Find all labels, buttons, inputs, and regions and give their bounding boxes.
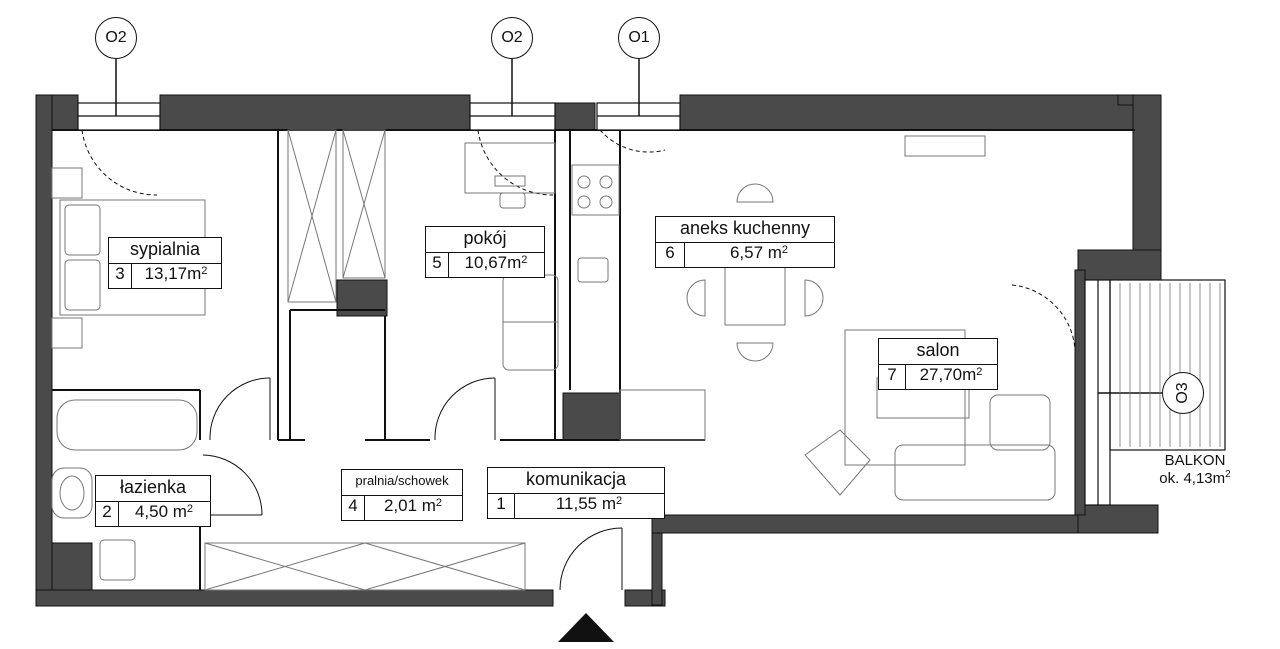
door-swings — [81, 129, 1076, 351]
room-number: 5 — [426, 252, 449, 277]
room-label-salon: salon 7 27,70m2 — [878, 338, 998, 390]
window-marker-o3-balcony: O3 — [1162, 372, 1204, 414]
room-name: sypialnia — [109, 238, 221, 264]
room-number: 4 — [342, 495, 365, 520]
room-area: 13,17m2 — [144, 264, 208, 283]
balkon-name: BALKON — [1164, 452, 1226, 469]
room-label-pokoj: pokój 5 10,67m2 — [425, 226, 545, 278]
room-label-komunikacja: komunikacja 1 11,55 m2 — [487, 467, 665, 519]
door-arcs — [202, 377, 623, 591]
room-name: pokój — [426, 227, 544, 253]
room-area: 4,50 m2 — [134, 502, 194, 521]
room-name: aneks kuchenny — [656, 217, 834, 243]
room-name: łazienka — [96, 476, 210, 502]
room-number: 6 — [656, 242, 685, 267]
room-area: 2,01 m2 — [383, 496, 443, 515]
room-name: komunikacja — [488, 468, 664, 494]
walls — [35, 94, 1162, 607]
furniture — [51, 135, 1056, 581]
window-marker-o1-kitchen: O1 — [618, 17, 660, 59]
room-area: 6,57 m2 — [729, 243, 789, 262]
room-area: 11,55 m2 — [555, 494, 623, 513]
room-number: 2 — [96, 501, 119, 526]
room-label-pralnia-schowek: pralnia/schowek 4 2,01 m2 — [341, 469, 463, 521]
room-number: 1 — [488, 493, 515, 518]
room-name: salon — [879, 339, 997, 365]
balkon-area: ok. 4,13m2 — [1159, 469, 1231, 487]
room-number: 7 — [879, 364, 906, 389]
balkon-label: BALKON ok. 4,13m2 — [1140, 452, 1250, 487]
room-area: 27,70m2 — [919, 365, 983, 384]
window-marker-o2-room: O2 — [491, 17, 533, 59]
window-marker-o2-bedroom: O2 — [95, 17, 137, 59]
room-label-aneks-kuchenny: aneks kuchenny 6 6,57 m2 — [655, 216, 835, 268]
entrance-arrow-icon — [558, 613, 614, 642]
room-label-lazienka: łazienka 2 4,50 m2 — [95, 475, 211, 527]
room-label-sypialnia: sypialnia 3 13,17m2 — [108, 237, 222, 289]
room-name: pralnia/schowek — [342, 470, 462, 496]
room-area: 10,67m2 — [464, 253, 528, 272]
balcony-hatching — [1109, 279, 1226, 451]
room-number: 3 — [109, 263, 132, 288]
wardrobes — [204, 129, 526, 591]
